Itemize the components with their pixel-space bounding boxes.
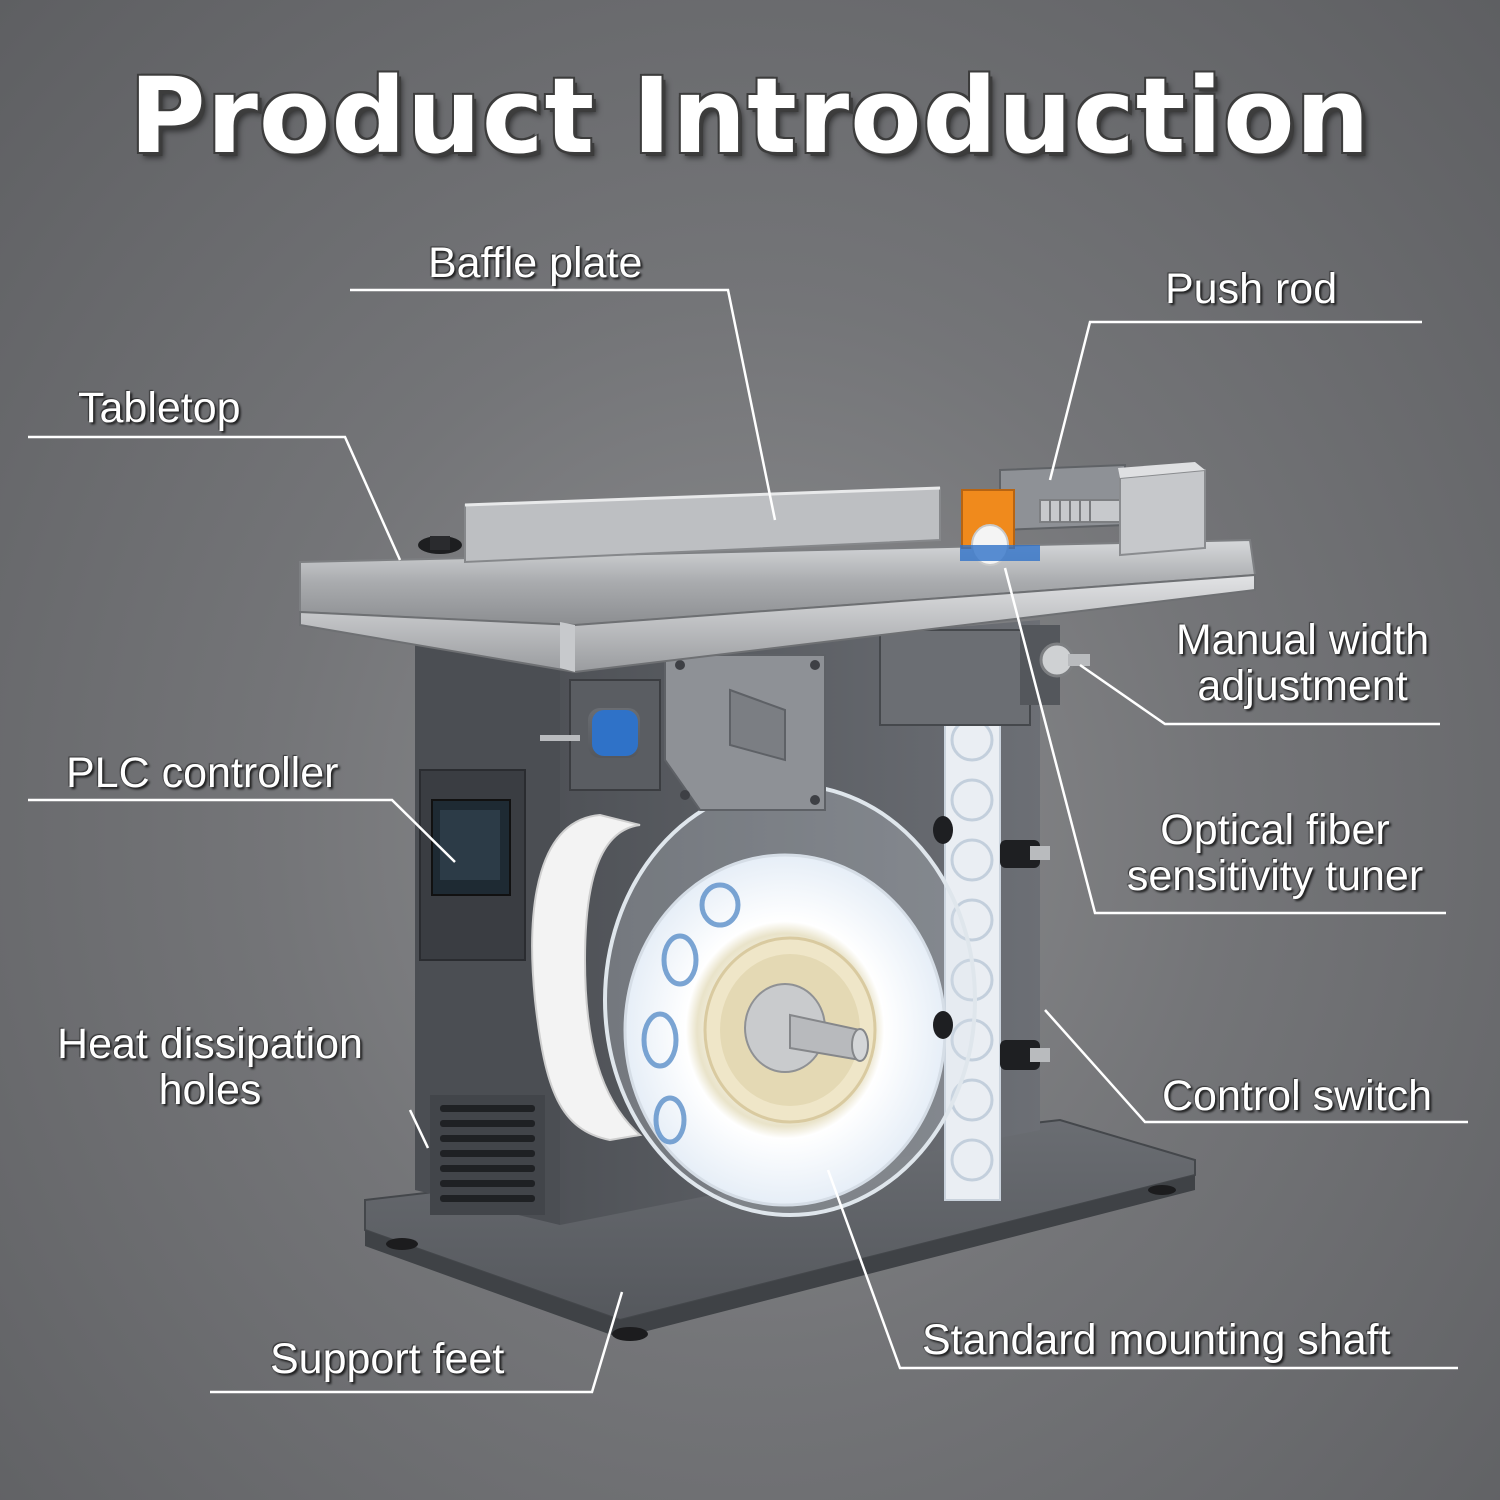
label-support-feet: Support feet [270, 1335, 505, 1383]
support-foot [612, 1327, 648, 1341]
tabletop-knob [418, 536, 462, 554]
leader-support-feet [210, 1291, 624, 1394]
label-tabletop: Tabletop [78, 384, 241, 432]
label-optical-fiber-line1: Optical fiber [1160, 806, 1390, 854]
label-heat-dissipation-line1: Heat dissipation [57, 1020, 363, 1068]
support-foot [1148, 1185, 1176, 1195]
label-push-rod: Push rod [1165, 265, 1338, 313]
control-knobs [933, 816, 1050, 1070]
width-bracket [879, 629, 1031, 726]
push-rod-assembly [960, 462, 1206, 566]
heat-vents [430, 1095, 545, 1215]
leader-baffle-plate [350, 288, 777, 521]
label-heat-dissipation: Heat dissipation holes [30, 1021, 390, 1113]
leader-control-switch [1044, 1009, 1468, 1124]
leader-heat-dissipation [408, 1109, 430, 1149]
label-baffle-plate: Baffle plate [428, 239, 643, 287]
leader-optical-fiber [1003, 567, 1446, 915]
leader-push-rod [1048, 320, 1422, 481]
support-foot [386, 1238, 418, 1250]
leader-manual-width [1079, 663, 1440, 726]
label-web [531, 813, 643, 1142]
label-standard-mounting-shaft: Standard mounting shaft [922, 1316, 1391, 1364]
label-optical-fiber-line2: sensitivity tuner [1126, 852, 1424, 900]
mounting-shaft [744, 983, 869, 1073]
label-manual-width-line2: adjustment [1197, 662, 1408, 710]
leader-tabletop [28, 435, 402, 561]
label-control-switch: Control switch [1162, 1072, 1433, 1120]
label-optical-fiber: Optical fiber sensitivity tuner [1100, 807, 1450, 899]
leader-plc-controller [28, 798, 456, 863]
label-plc-controller: PLC controller [66, 749, 339, 797]
label-manual-width-line1: Manual width [1175, 616, 1430, 664]
label-heat-dissipation-line2: holes [158, 1066, 262, 1114]
leader-mounting-shaft [826, 1169, 1458, 1370]
label-manual-width: Manual width adjustment [1150, 617, 1455, 709]
page-title: Product Introduction [129, 55, 1371, 177]
